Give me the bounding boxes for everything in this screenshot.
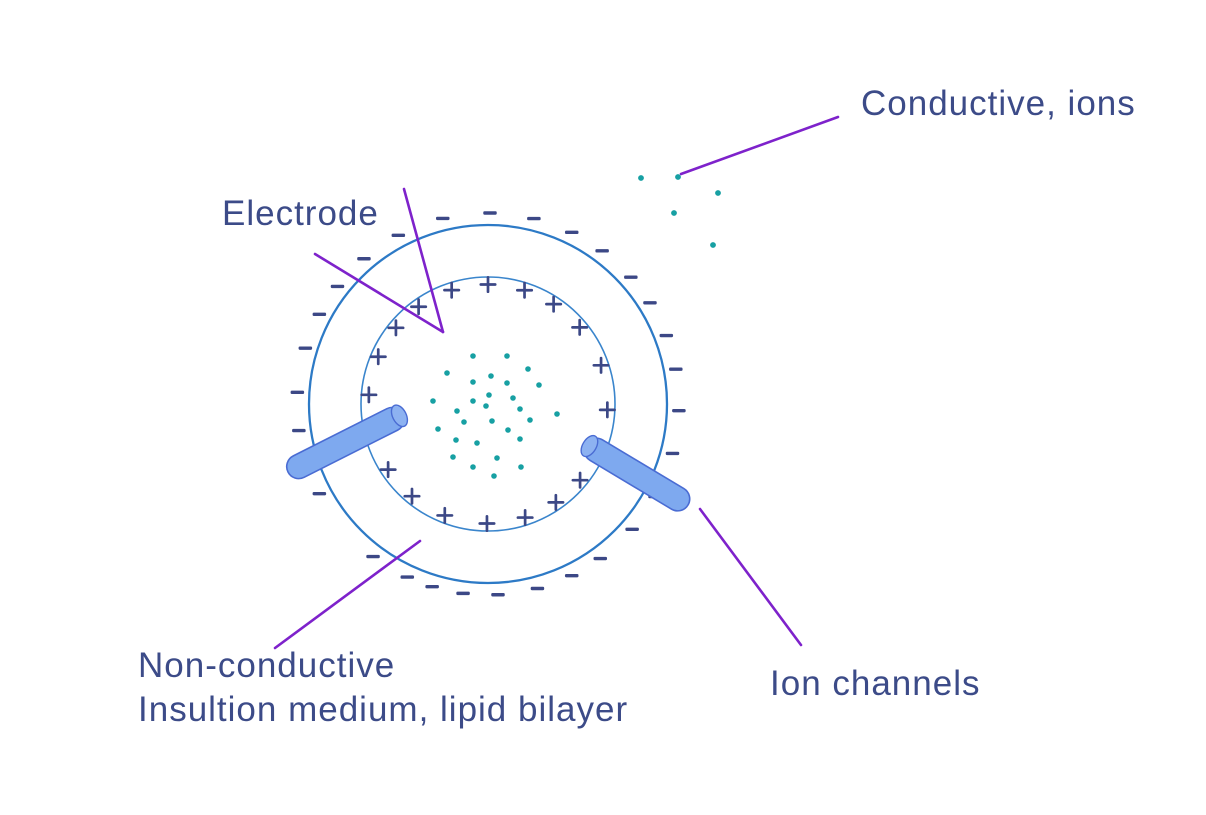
ion-dot	[486, 392, 492, 398]
non-conductive-pointer	[273, 539, 422, 650]
minus-charge	[292, 428, 306, 433]
ion-channel-left	[285, 404, 409, 480]
ion-dot	[450, 454, 456, 460]
plus-charge	[403, 487, 421, 505]
ion-dot	[505, 427, 511, 433]
plus-charge	[545, 295, 563, 313]
conductive-ions-pointer	[679, 115, 840, 176]
ion-dot	[470, 464, 476, 470]
minus-charge	[564, 573, 579, 578]
ion-dot	[517, 406, 523, 412]
plus-charge	[571, 471, 589, 489]
minus-charge	[357, 257, 371, 261]
ion-dot	[461, 419, 467, 425]
minus-charge	[330, 284, 345, 289]
plus-charge	[515, 281, 534, 299]
ion-dot	[536, 382, 542, 388]
ion-channel-right-cap	[580, 434, 599, 458]
minus-charge	[400, 575, 415, 579]
minus-charge	[564, 230, 579, 235]
ion-dot	[504, 380, 510, 386]
minus-charge	[391, 233, 406, 238]
ion-dot	[470, 379, 476, 385]
minus-charge	[456, 591, 470, 596]
conductive-ion-dot	[638, 175, 644, 181]
ion-dot	[483, 403, 489, 409]
minus-charge	[624, 275, 638, 279]
ion-channel-left-cap	[390, 404, 409, 428]
conductive-ion-dot	[715, 190, 721, 196]
plus-charge	[369, 348, 387, 366]
non-conductive-label-line2: Insultion medium, lipid bilayer	[138, 690, 629, 729]
electrode-pointer-b	[313, 252, 445, 334]
ion-channel-right	[580, 434, 691, 512]
minus-charge	[491, 593, 505, 597]
conductive-ion-dot	[675, 174, 681, 180]
ion-dot	[491, 473, 497, 479]
conductive-ions-label: Conductive, ions	[861, 84, 1136, 123]
ion-dot	[489, 418, 495, 424]
minus-charge	[527, 216, 541, 221]
ion-channels-pointer	[698, 507, 803, 647]
minus-charge	[625, 527, 639, 532]
minus-charge	[643, 301, 657, 305]
ion-dot	[525, 366, 531, 372]
minus-charge	[595, 249, 609, 253]
plus-charge	[379, 461, 397, 479]
plus-charge	[592, 356, 610, 374]
plus-charge	[410, 298, 428, 316]
electrode-pointer-a	[402, 187, 445, 334]
ion-dot	[554, 411, 560, 417]
minus-charge	[290, 390, 305, 395]
electrode-label: Electrode	[222, 194, 379, 233]
ion-dot	[453, 437, 459, 443]
plus-charge	[478, 514, 496, 533]
ion-dot	[454, 408, 460, 414]
ion-channels-label: Ion channels	[770, 664, 981, 703]
minus-charge	[436, 216, 450, 221]
plus-charge	[360, 386, 378, 404]
plus-charge	[479, 275, 497, 294]
minus-charge	[593, 556, 608, 561]
ion-dot	[444, 370, 450, 376]
ion-dot	[517, 436, 523, 442]
ion-dot	[494, 455, 500, 461]
ion-dot	[504, 353, 510, 359]
minus-charge	[366, 554, 380, 559]
plus-charge	[436, 506, 454, 524]
minus-charge	[530, 586, 545, 591]
minus-charge	[483, 211, 497, 215]
ion-dot	[470, 398, 476, 404]
ion-dot	[488, 373, 494, 379]
ion-dot	[435, 426, 441, 432]
ion-dot	[470, 353, 476, 359]
plus-charge	[443, 281, 461, 299]
conductive-ion-dot	[710, 242, 716, 248]
ion-dot	[430, 398, 436, 404]
minus-charge	[425, 584, 439, 589]
plus-charge	[571, 318, 589, 336]
ion-dot	[510, 395, 516, 401]
conductive-ion-dot	[671, 210, 677, 216]
non-conductive-label-line1: Non-conductive	[138, 646, 396, 685]
ion-dot	[474, 440, 480, 446]
inner-membrane-circle	[360, 276, 616, 532]
plus-charge	[598, 401, 616, 419]
ion-dot	[527, 417, 533, 423]
minus-charge	[672, 408, 686, 413]
outer-membrane-circle	[307, 223, 669, 585]
non-conductive-label: Non-conductive Insultion medium, lipid b…	[138, 644, 628, 732]
plus-charge	[516, 509, 534, 527]
minus-charge	[659, 333, 674, 338]
minus-charge	[298, 346, 313, 350]
plus-charge	[387, 319, 405, 337]
minus-charge	[665, 451, 680, 456]
minus-charge	[312, 312, 327, 317]
ion-dot	[518, 464, 524, 470]
minus-charge	[312, 491, 327, 496]
minus-charge	[669, 367, 683, 371]
plus-charge	[547, 493, 565, 511]
